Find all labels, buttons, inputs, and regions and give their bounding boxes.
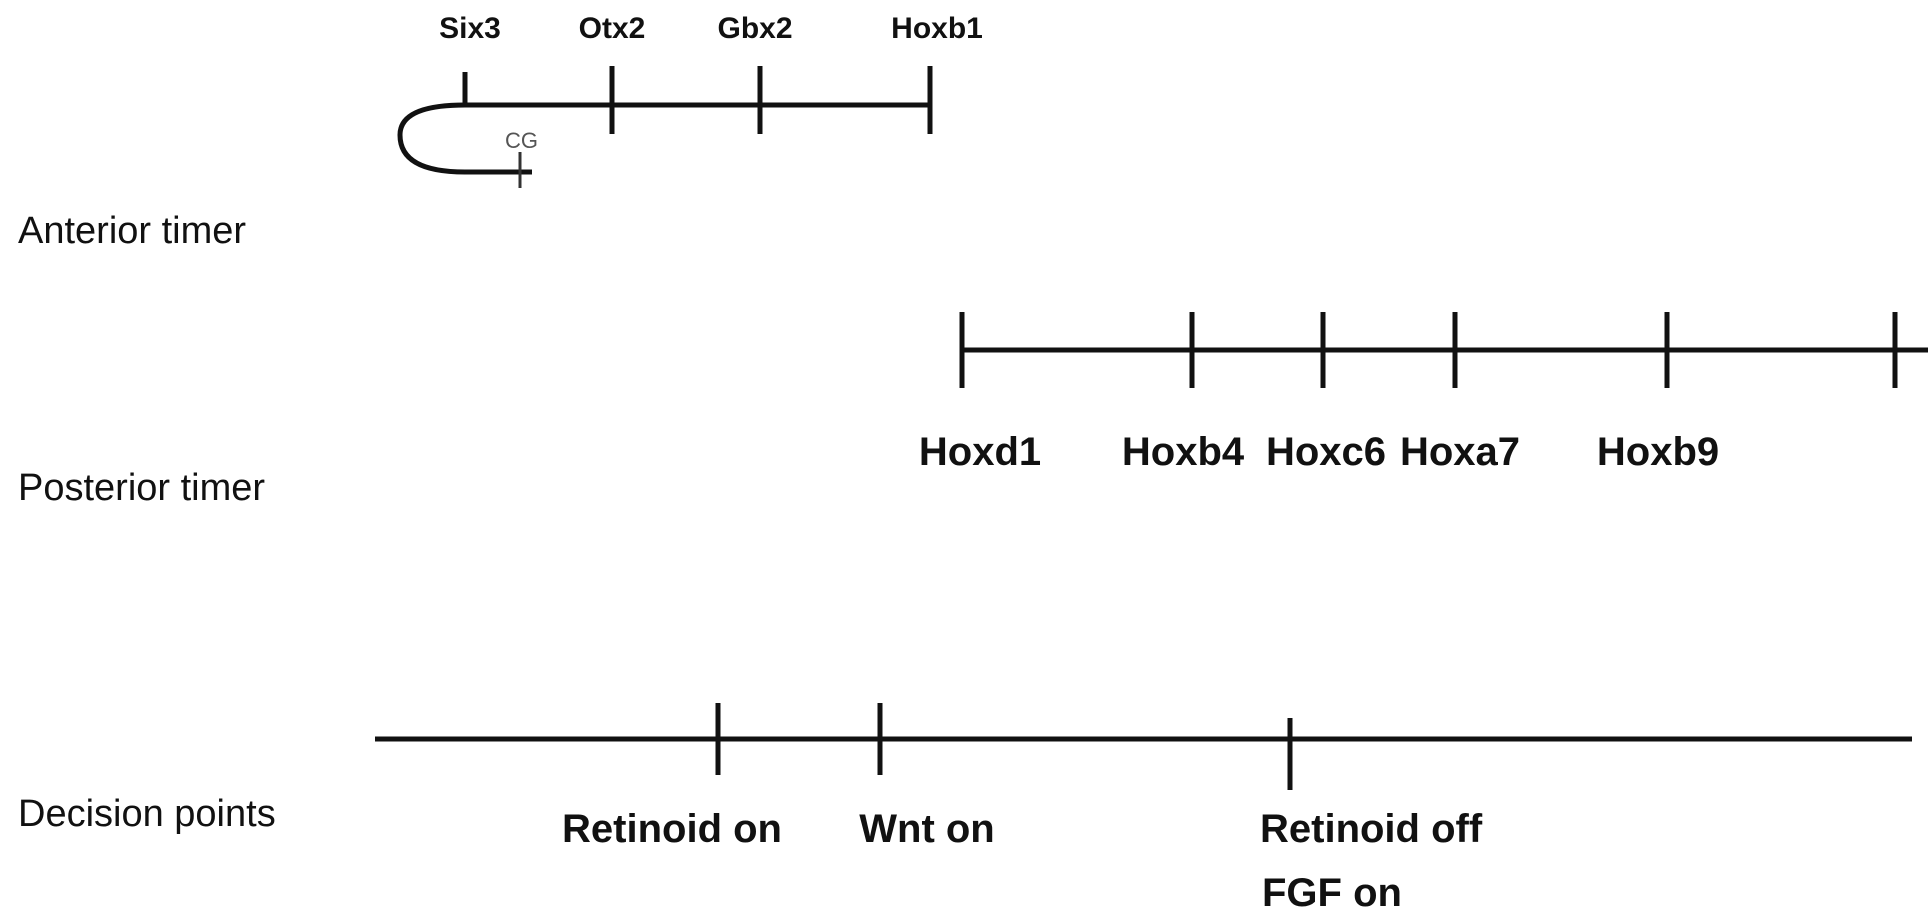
gene-label-hoxb1: Hoxb1	[891, 12, 983, 45]
event-label-wnt-on: Wnt on	[859, 807, 995, 851]
decision-points: Retinoid on Wnt on Retinoid off FGF on D…	[18, 703, 1912, 915]
decision-points-label: Decision points	[18, 793, 276, 835]
event-label-retinoid-on: Retinoid on	[562, 807, 782, 851]
anterior-loop	[397, 102, 532, 175]
gene-label-gbx2: Gbx2	[717, 12, 792, 45]
posterior-timer: Hoxd1 Hoxb4 Hoxc6 Hoxa7 Hoxb9 Posterior …	[18, 312, 1928, 509]
anterior-timer: CG Six3 Otx2 Gbx2 Hoxb1 Anterior timer	[18, 12, 983, 252]
gene-label-hoxb9: Hoxb9	[1597, 430, 1719, 474]
event-label-retinoid-off: Retinoid off	[1260, 807, 1483, 851]
cg-label: CG	[505, 128, 538, 153]
posterior-timer-label: Posterior timer	[18, 467, 265, 509]
gene-label-hoxc6: Hoxc6	[1266, 430, 1386, 474]
anterior-timer-label: Anterior timer	[18, 210, 246, 252]
event-label-fgf-on: FGF on	[1262, 871, 1402, 915]
gene-label-six3: Six3	[439, 12, 501, 45]
gene-label-hoxb4: Hoxb4	[1122, 430, 1245, 474]
gene-label-otx2: Otx2	[579, 12, 646, 45]
gene-label-hoxa7: Hoxa7	[1400, 430, 1520, 474]
gene-label-hoxd1: Hoxd1	[919, 430, 1041, 474]
